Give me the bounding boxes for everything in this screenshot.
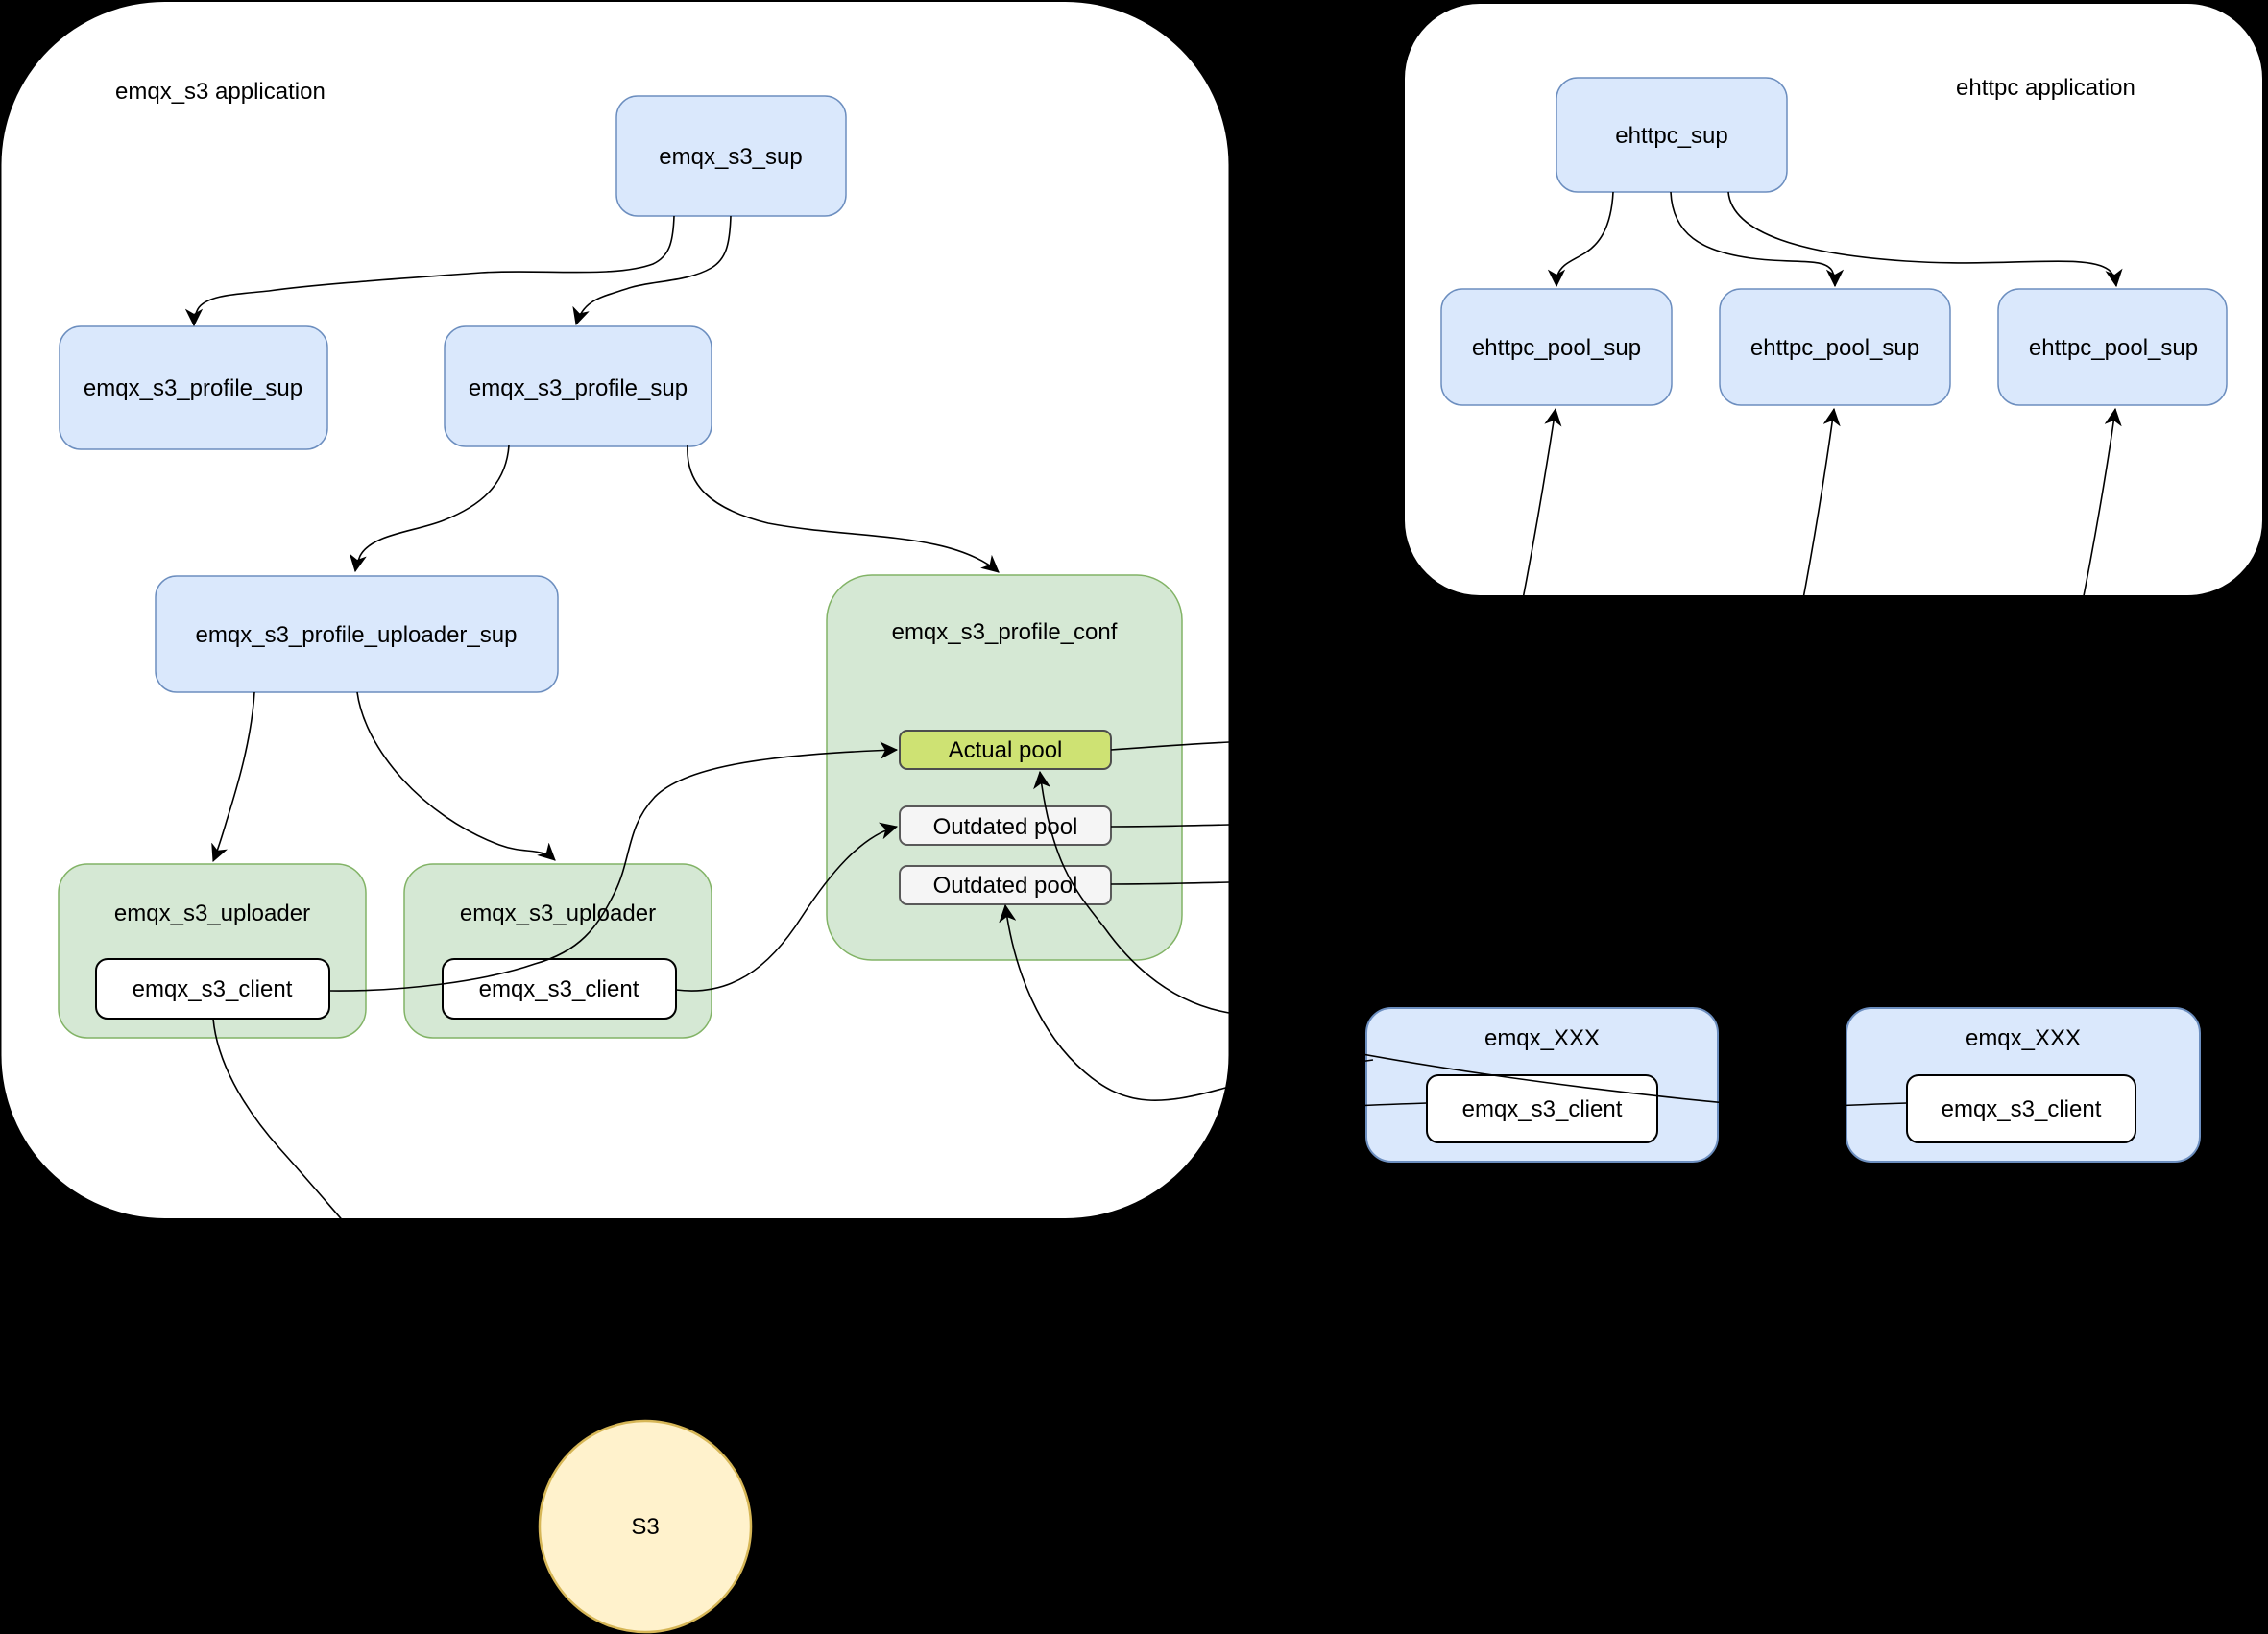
svg-text:emqx_s3_client: emqx_s3_client <box>133 976 293 1002</box>
svg-text:Outdated pool: Outdated pool <box>933 873 1078 899</box>
svg-text:emqx_s3_profile_uploader_sup: emqx_s3_profile_uploader_sup <box>196 622 518 648</box>
svg-text:ehttpc_pool_sup: ehttpc_pool_sup <box>1472 335 1641 361</box>
svg-text:ehttpc_pool_sup: ehttpc_pool_sup <box>1750 335 1919 361</box>
svg-text:Actual pool: Actual pool <box>949 737 1063 763</box>
svg-text:emqx_s3_profile_sup: emqx_s3_profile_sup <box>84 375 302 401</box>
svg-text:ehttpc_sup: ehttpc_sup <box>1615 123 1727 149</box>
svg-text:emqx_XXX: emqx_XXX <box>1484 1025 1600 1051</box>
svg-text:emqx_s3_profile_conf: emqx_s3_profile_conf <box>892 619 1118 645</box>
svg-text:emqx_s3 application: emqx_s3 application <box>115 79 326 105</box>
svg-text:S3: S3 <box>631 1514 659 1540</box>
svg-text:emqx_s3_sup: emqx_s3_sup <box>659 144 802 170</box>
svg-text:ehttpc_pool_sup: ehttpc_pool_sup <box>2029 335 2198 361</box>
svg-text:emqx_XXX: emqx_XXX <box>1966 1025 2081 1051</box>
svg-text:emqx_s3_profile_sup: emqx_s3_profile_sup <box>469 375 688 401</box>
svg-text:Outdated pool: Outdated pool <box>933 814 1078 840</box>
svg-text:emqx_s3_uploader: emqx_s3_uploader <box>114 901 310 926</box>
svg-text:emqx_s3_client: emqx_s3_client <box>1942 1096 2102 1122</box>
svg-text:emqx_s3_uploader: emqx_s3_uploader <box>460 901 656 926</box>
svg-text:ehttpc application: ehttpc application <box>1956 75 2135 101</box>
svg-text:emqx_s3_client: emqx_s3_client <box>479 976 639 1002</box>
svg-text:emqx_s3_client: emqx_s3_client <box>1462 1096 1623 1122</box>
